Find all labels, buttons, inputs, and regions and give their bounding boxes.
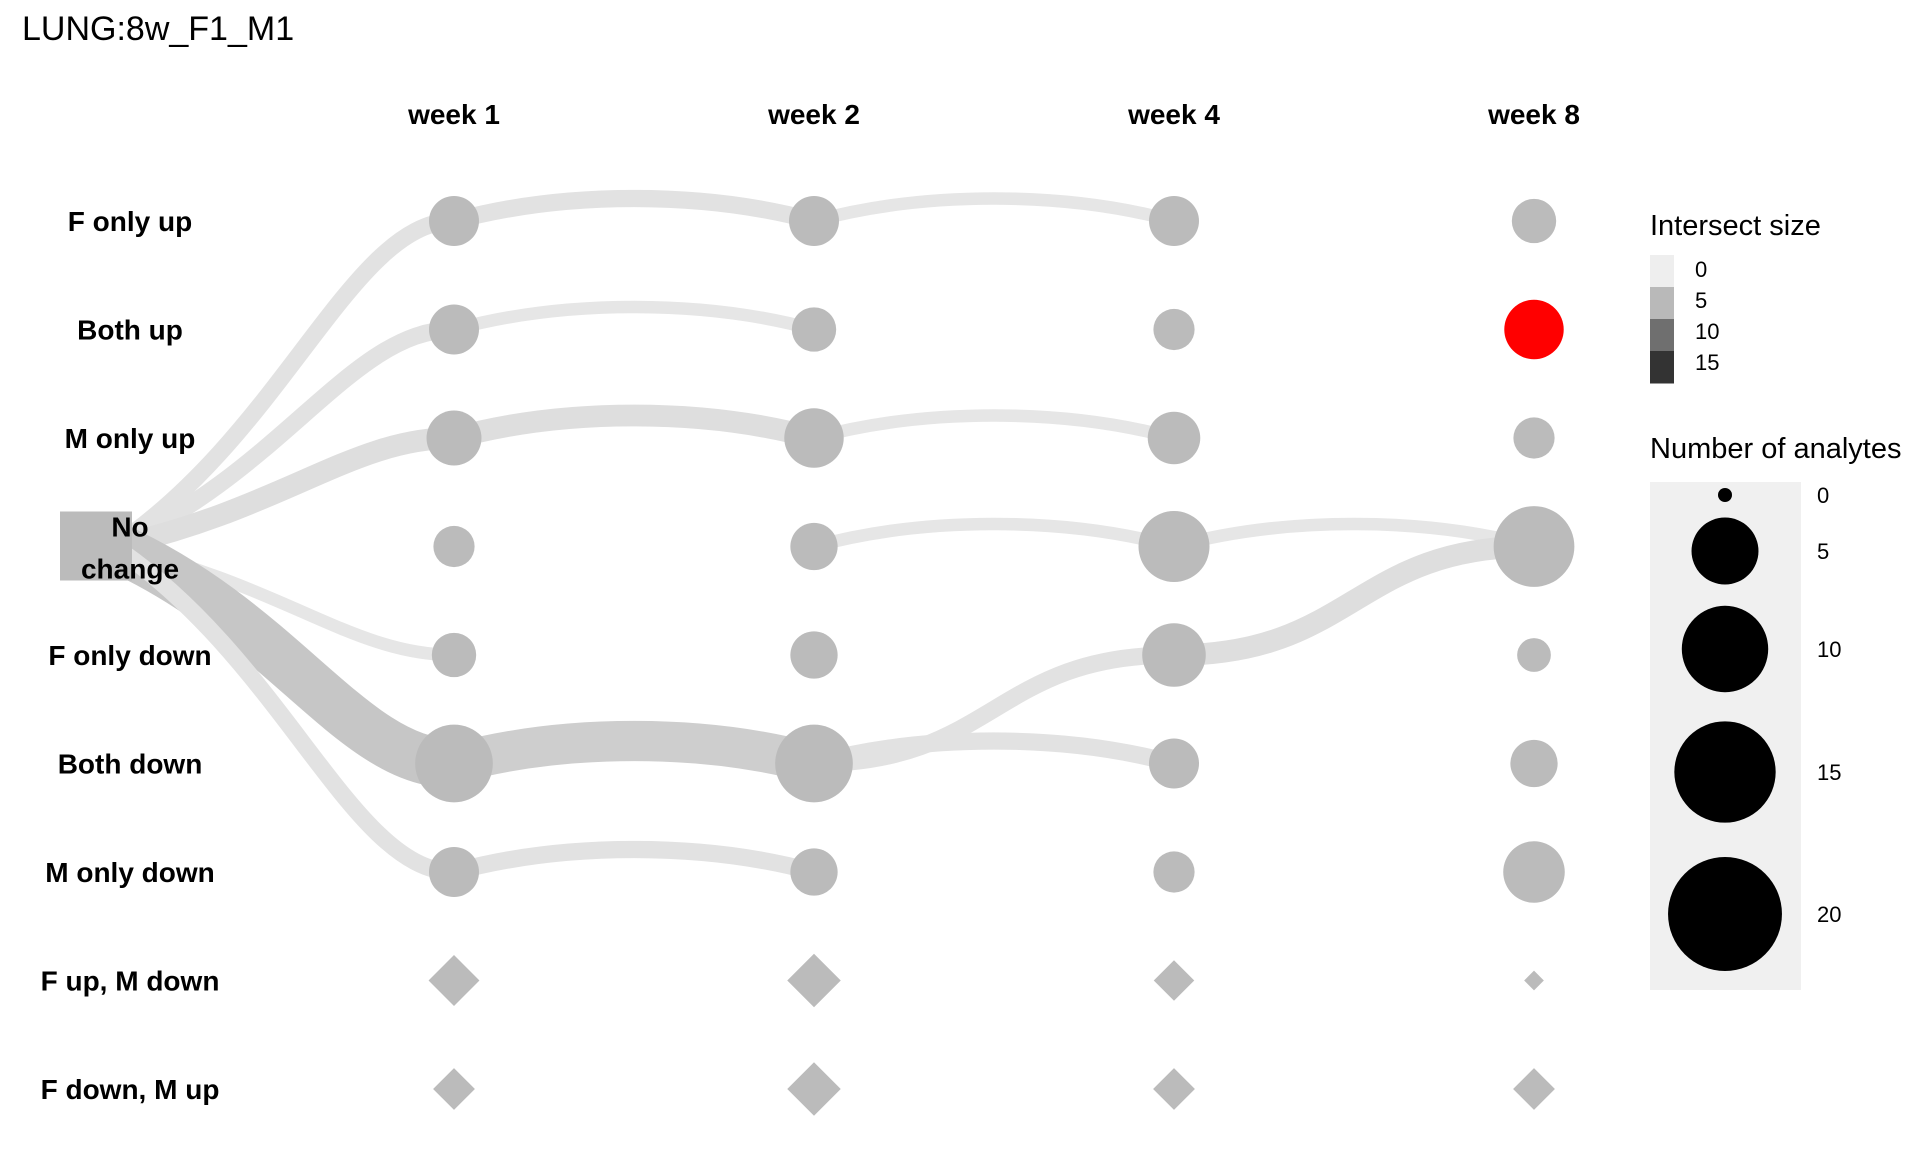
analyte-legend-dot <box>1681 605 1769 693</box>
node-f-down-m-up-week-2-diamond <box>787 1062 841 1116</box>
intersect-legend-tick-label: 5 <box>1695 288 1707 313</box>
row-label-m-only-down: M only down <box>45 857 215 888</box>
node-no-change-week-4-circle <box>1138 511 1210 582</box>
node-m-only-up-week-4-circle <box>1147 411 1201 465</box>
start-node-layer: No change <box>60 511 179 585</box>
node-both-up-week-1-circle <box>429 304 479 355</box>
node-f-only-up-week-4-circle <box>1149 196 1199 246</box>
analyte-legend-tick-label: 15 <box>1817 760 1841 785</box>
row-labels: F only up Both up M only up F only downBoth… <box>41 206 220 1105</box>
intersect-legend-tick-label: 15 <box>1695 350 1719 375</box>
intersect-size-legend: Intersect size 0 5 10 15 <box>1650 210 1821 384</box>
intersect-legend-segment <box>1650 255 1674 288</box>
analyte-count-legend: Number of analytes 0 5 10 15 20 <box>1650 433 1901 990</box>
row-label-f-down-m-up: F down, M up <box>41 1074 220 1105</box>
node-no-change-week-1-circle <box>433 525 475 568</box>
node-both-up-week-4-circle <box>1153 308 1195 351</box>
node-f-up-m-down-week-2-diamond <box>787 953 841 1008</box>
row-label-m-only-up: M only up <box>65 423 196 454</box>
node-f-only-up-week-2-circle <box>789 196 839 246</box>
node-f-only-down-week-4-circle <box>1142 623 1206 687</box>
intersect-legend-tick-label: 10 <box>1695 319 1719 344</box>
node-f-only-up-week-8-circle <box>1511 198 1557 244</box>
node-m-only-down-week-4-circle <box>1153 851 1195 893</box>
flow-start-to-m-only-down-week-1 <box>105 537 463 881</box>
node-f-only-down-week-8-circle <box>1517 638 1551 672</box>
node-both-up-week-2-circle <box>791 307 837 352</box>
node-no-change-week-8-circle <box>1493 506 1575 587</box>
node-m-only-down-week-2-circle <box>790 848 838 896</box>
intersect-legend-tick-label: 0 <box>1695 257 1707 282</box>
analyte-legend-dot <box>1668 857 1782 971</box>
node-both-down-week-8-circle <box>1510 739 1558 788</box>
flow-start-to-m-only-up-week-1 <box>103 427 465 558</box>
node-f-only-down-week-1-circle <box>431 632 477 678</box>
flow-start-to-both-down-week-1 <box>89 521 479 789</box>
analyte-legend-tick-label: 20 <box>1817 902 1841 927</box>
node-m-only-up-week-2-circle <box>784 408 844 468</box>
flow-f-only-down-week-4-to-no-change-week-8 <box>1163 535 1545 666</box>
node-f-only-down-week-2-circle <box>790 631 838 679</box>
row-label-f-only-down: F only down <box>48 640 211 671</box>
analyte-legend-tick-label: 10 <box>1817 637 1841 662</box>
node-both-down-week-4-circle <box>1149 738 1199 789</box>
chart-title: LUNG:8w_F1_M1 <box>22 10 294 48</box>
flow-start-to-f-only-up-week-1 <box>105 212 463 556</box>
analyte-legend-title: Number of analytes <box>1650 433 1901 465</box>
node-no-change-week-2-circle <box>790 522 838 571</box>
column-label-week-4: week 4 <box>1127 99 1220 130</box>
intersect-legend-segment <box>1650 319 1674 352</box>
analyte-legend-dot <box>1674 721 1776 823</box>
node-m-only-down-week-1-circle <box>429 847 479 897</box>
flow-no-change-week-4-to-no-change-week-8 <box>1167 517 1541 553</box>
flow-f-only-up-week-1-to-f-only-up-week-2 <box>445 189 823 230</box>
flow-m-only-up-week-1-to-m-only-up-week-2 <box>443 404 825 449</box>
row-label-both-up: Both up <box>77 315 183 346</box>
node-f-down-m-up-week-8-diamond <box>1513 1068 1555 1110</box>
node-f-up-m-down-week-8-diamond <box>1524 970 1544 991</box>
flows-layer <box>89 189 1545 881</box>
node-m-only-up-week-1-circle <box>426 410 482 466</box>
nodes-layer <box>415 196 1575 1116</box>
flow-m-only-up-week-2-to-m-only-up-week-4 <box>807 409 1181 445</box>
start-node-label-line: No <box>111 512 148 543</box>
flow-both-down-week-1-to-both-down-week-2 <box>433 720 835 784</box>
node-m-only-down-week-8-circle <box>1503 841 1565 903</box>
row-label-both-down: Both down <box>58 749 203 780</box>
start-node-box <box>60 511 132 581</box>
node-f-up-m-down-week-1-diamond <box>428 955 480 1006</box>
node-f-down-m-up-week-4-diamond <box>1153 1068 1195 1110</box>
intersect-legend-segment <box>1650 287 1674 320</box>
node-both-down-week-1-circle <box>415 724 493 803</box>
node-f-down-m-up-week-1-diamond <box>433 1068 475 1110</box>
row-label-f-only-up: F only up <box>68 206 192 237</box>
flow-f-only-up-week-2-to-f-only-up-week-4 <box>807 192 1181 228</box>
analyte-legend-dot <box>1718 488 1732 502</box>
start-node-label-line: change <box>81 554 179 585</box>
node-both-down-week-2-circle <box>775 724 853 803</box>
flow-both-up-week-1-to-both-up-week-2 <box>447 300 821 336</box>
flow-m-only-down-week-1-to-m-only-down-week-2 <box>445 840 823 881</box>
flow-both-down-week-2-to-both-down-week-4 <box>805 732 1183 773</box>
column-labels: week 1 week 2 week 4 week 8 <box>407 99 1580 130</box>
analyte-legend-dot <box>1691 517 1759 585</box>
column-label-week-1: week 1 <box>407 99 500 130</box>
node-f-up-m-down-week-4-diamond <box>1153 960 1195 1001</box>
node-m-only-up-week-8-circle <box>1513 417 1555 459</box>
analyte-legend-tick-label: 0 <box>1817 483 1829 508</box>
flow-no-change-week-2-to-no-change-week-4 <box>807 517 1181 553</box>
node-f-only-up-week-1-circle <box>429 196 479 246</box>
row-label-f-up-m-down: F up, M down <box>41 966 220 997</box>
flow-start-to-both-up-week-1 <box>105 320 463 556</box>
column-label-week-8: week 8 <box>1487 99 1580 130</box>
intersect-legend-title: Intersect size <box>1650 210 1821 242</box>
node-both-up-week-8-circle <box>1504 299 1564 360</box>
intersect-legend-segment <box>1650 351 1674 384</box>
analyte-legend-tick-label: 5 <box>1817 539 1829 564</box>
column-label-week-2: week 2 <box>767 99 860 130</box>
